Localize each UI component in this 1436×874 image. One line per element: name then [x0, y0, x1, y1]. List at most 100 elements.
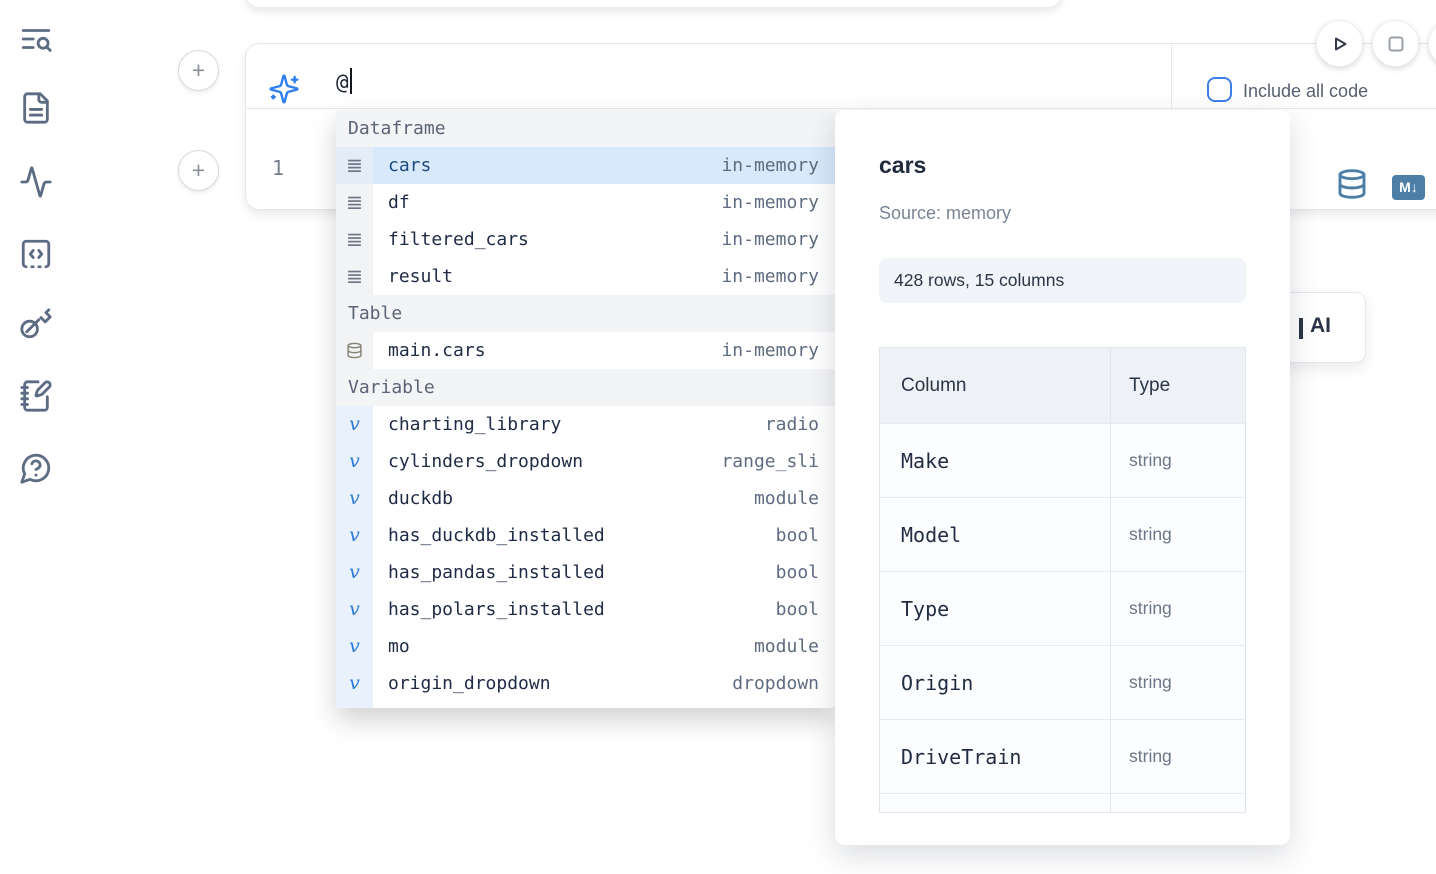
option-type: in-memory	[721, 266, 819, 287]
autocomplete-option-has-pandas-installed[interactable]: v has_pandas_installed bool	[336, 554, 835, 591]
occluded-text-fragment	[1299, 318, 1303, 339]
file-text-icon	[23, 92, 49, 124]
option-type: module	[753, 488, 819, 509]
sidebar-item-activity[interactable]	[19, 165, 53, 199]
prompt-right-divider	[1171, 44, 1172, 108]
autocomplete-option-mo[interactable]: v mo module	[336, 628, 835, 665]
option-type: in-memory	[721, 192, 819, 213]
markdown-convert-button[interactable]: M↓	[1392, 175, 1425, 200]
run-cell-button[interactable]	[1316, 20, 1363, 67]
column-name: Make	[901, 448, 950, 473]
sidebar-item-contents-search[interactable]	[19, 22, 53, 56]
previous-cell-fragment	[245, 0, 1062, 8]
prompt-value: @	[336, 70, 349, 94]
autocomplete-option-cars[interactable]: cars in-memory	[336, 147, 835, 184]
sidebar-item-secrets[interactable]	[19, 307, 53, 341]
option-type: bool	[775, 599, 819, 620]
option-type: in-memory	[721, 229, 819, 250]
include-all-code-label: Include all code	[1243, 81, 1369, 101]
add-cell-above-button[interactable]: +	[178, 50, 219, 91]
sidebar-item-files[interactable]	[19, 91, 53, 125]
variable-icon: v	[349, 524, 360, 546]
activity-icon	[20, 166, 52, 198]
dataframe-preview-panel: cars Source: memory 428 rows, 15 columns…	[835, 110, 1290, 845]
column-type: string	[1129, 450, 1172, 470]
stop-icon	[1388, 36, 1403, 51]
notebook-pen-icon	[20, 380, 52, 412]
option-type: dropdown	[732, 673, 819, 694]
ai-sparkles-icon	[268, 73, 300, 105]
preview-shape-badge: 428 rows, 15 columns	[879, 258, 1246, 303]
option-name: df	[388, 192, 410, 213]
option-name: cars	[388, 155, 432, 176]
section-header-table: Table	[336, 295, 835, 332]
autocomplete-option-cylinders-dropdown[interactable]: v cylinders_dropdown range_sli	[336, 443, 835, 480]
option-type: bool	[775, 562, 819, 583]
option-name: result	[388, 266, 454, 287]
dataframe-icon	[346, 268, 363, 285]
column-name: Origin	[901, 670, 974, 695]
schema-header-row: Column Type	[880, 348, 1245, 423]
variable-icon: v	[349, 598, 360, 620]
variable-icon: v	[349, 635, 360, 657]
option-name: has_pandas_installed	[388, 562, 605, 583]
dataframe-icon	[346, 194, 363, 211]
play-icon	[1334, 37, 1346, 50]
option-type: radio	[764, 414, 819, 435]
database-icon	[1338, 169, 1366, 199]
autocomplete-option-has-polars-installed[interactable]: v has_polars_installed bool	[336, 591, 835, 628]
sidebar-item-snippets[interactable]	[19, 237, 53, 271]
option-type: module	[753, 636, 819, 657]
table-row: Origin string	[880, 645, 1245, 719]
option-type: in-memory	[721, 155, 819, 176]
option-type: bool	[775, 525, 819, 546]
autocomplete-option-pd[interactable]: v pd module	[336, 702, 835, 708]
database-icon	[346, 342, 363, 359]
sidebar-item-help[interactable]	[19, 451, 53, 485]
option-name: has_duckdb_installed	[388, 525, 605, 546]
column-type: string	[1129, 598, 1172, 618]
table-row: DriveTrain string	[880, 719, 1245, 793]
autocomplete-dropdown: Dataframe cars in-memory df in-memory fi…	[336, 110, 835, 708]
option-name: mo	[388, 636, 410, 657]
stop-button[interactable]	[1372, 20, 1419, 67]
autocomplete-option-result[interactable]: result in-memory	[336, 258, 835, 295]
autocomplete-option-duckdb[interactable]: v duckdb module	[336, 480, 835, 517]
variable-icon: v	[349, 561, 360, 583]
help-chat-icon	[20, 453, 51, 484]
autocomplete-option-df[interactable]: df in-memory	[336, 184, 835, 221]
option-name: main.cars	[388, 340, 486, 361]
column-type: string	[1129, 746, 1172, 766]
autocomplete-option-charting-library[interactable]: v charting_library radio	[336, 406, 835, 443]
type-header: Type	[1129, 374, 1171, 396]
option-name: cylinders_dropdown	[388, 451, 584, 472]
autocomplete-option-filtered-cars[interactable]: filtered_cars in-memory	[336, 221, 835, 258]
column-header: Column	[880, 348, 1111, 423]
column-type: string	[1129, 524, 1172, 544]
include-all-code-checkbox[interactable]	[1207, 77, 1232, 102]
autocomplete-option-origin-dropdown[interactable]: v origin_dropdown dropdown	[336, 665, 835, 702]
schema-table: Column Type Make string Model string Typ…	[879, 347, 1246, 813]
variable-icon: v	[349, 413, 360, 435]
sidebar-item-scratchpad[interactable]	[19, 379, 53, 413]
option-name: duckdb	[388, 488, 454, 509]
ai-prompt-input[interactable]: @	[336, 68, 352, 94]
add-cell-below-button[interactable]: +	[178, 150, 219, 191]
datasource-button[interactable]	[1336, 168, 1368, 200]
column-name: Model	[901, 522, 962, 547]
preview-source: Source: memory	[879, 203, 1012, 223]
dataframe-icon	[346, 231, 363, 248]
text-caret	[349, 68, 352, 94]
line-number: 1	[272, 156, 285, 180]
column-name: DriveTrain	[901, 744, 1022, 769]
autocomplete-option-main-cars[interactable]: main.cars in-memory	[336, 332, 835, 369]
option-name: charting_library	[388, 414, 562, 435]
option-name: filtered_cars	[388, 229, 529, 250]
autocomplete-option-has-duckdb-installed[interactable]: v has_duckdb_installed bool	[336, 517, 835, 554]
table-row: Make string	[880, 423, 1245, 497]
option-type: in-memory	[721, 340, 819, 361]
section-header-dataframe: Dataframe	[336, 110, 835, 147]
variable-icon: v	[349, 450, 360, 472]
table-row: Model string	[880, 497, 1245, 571]
code-snippet-icon	[21, 239, 51, 269]
